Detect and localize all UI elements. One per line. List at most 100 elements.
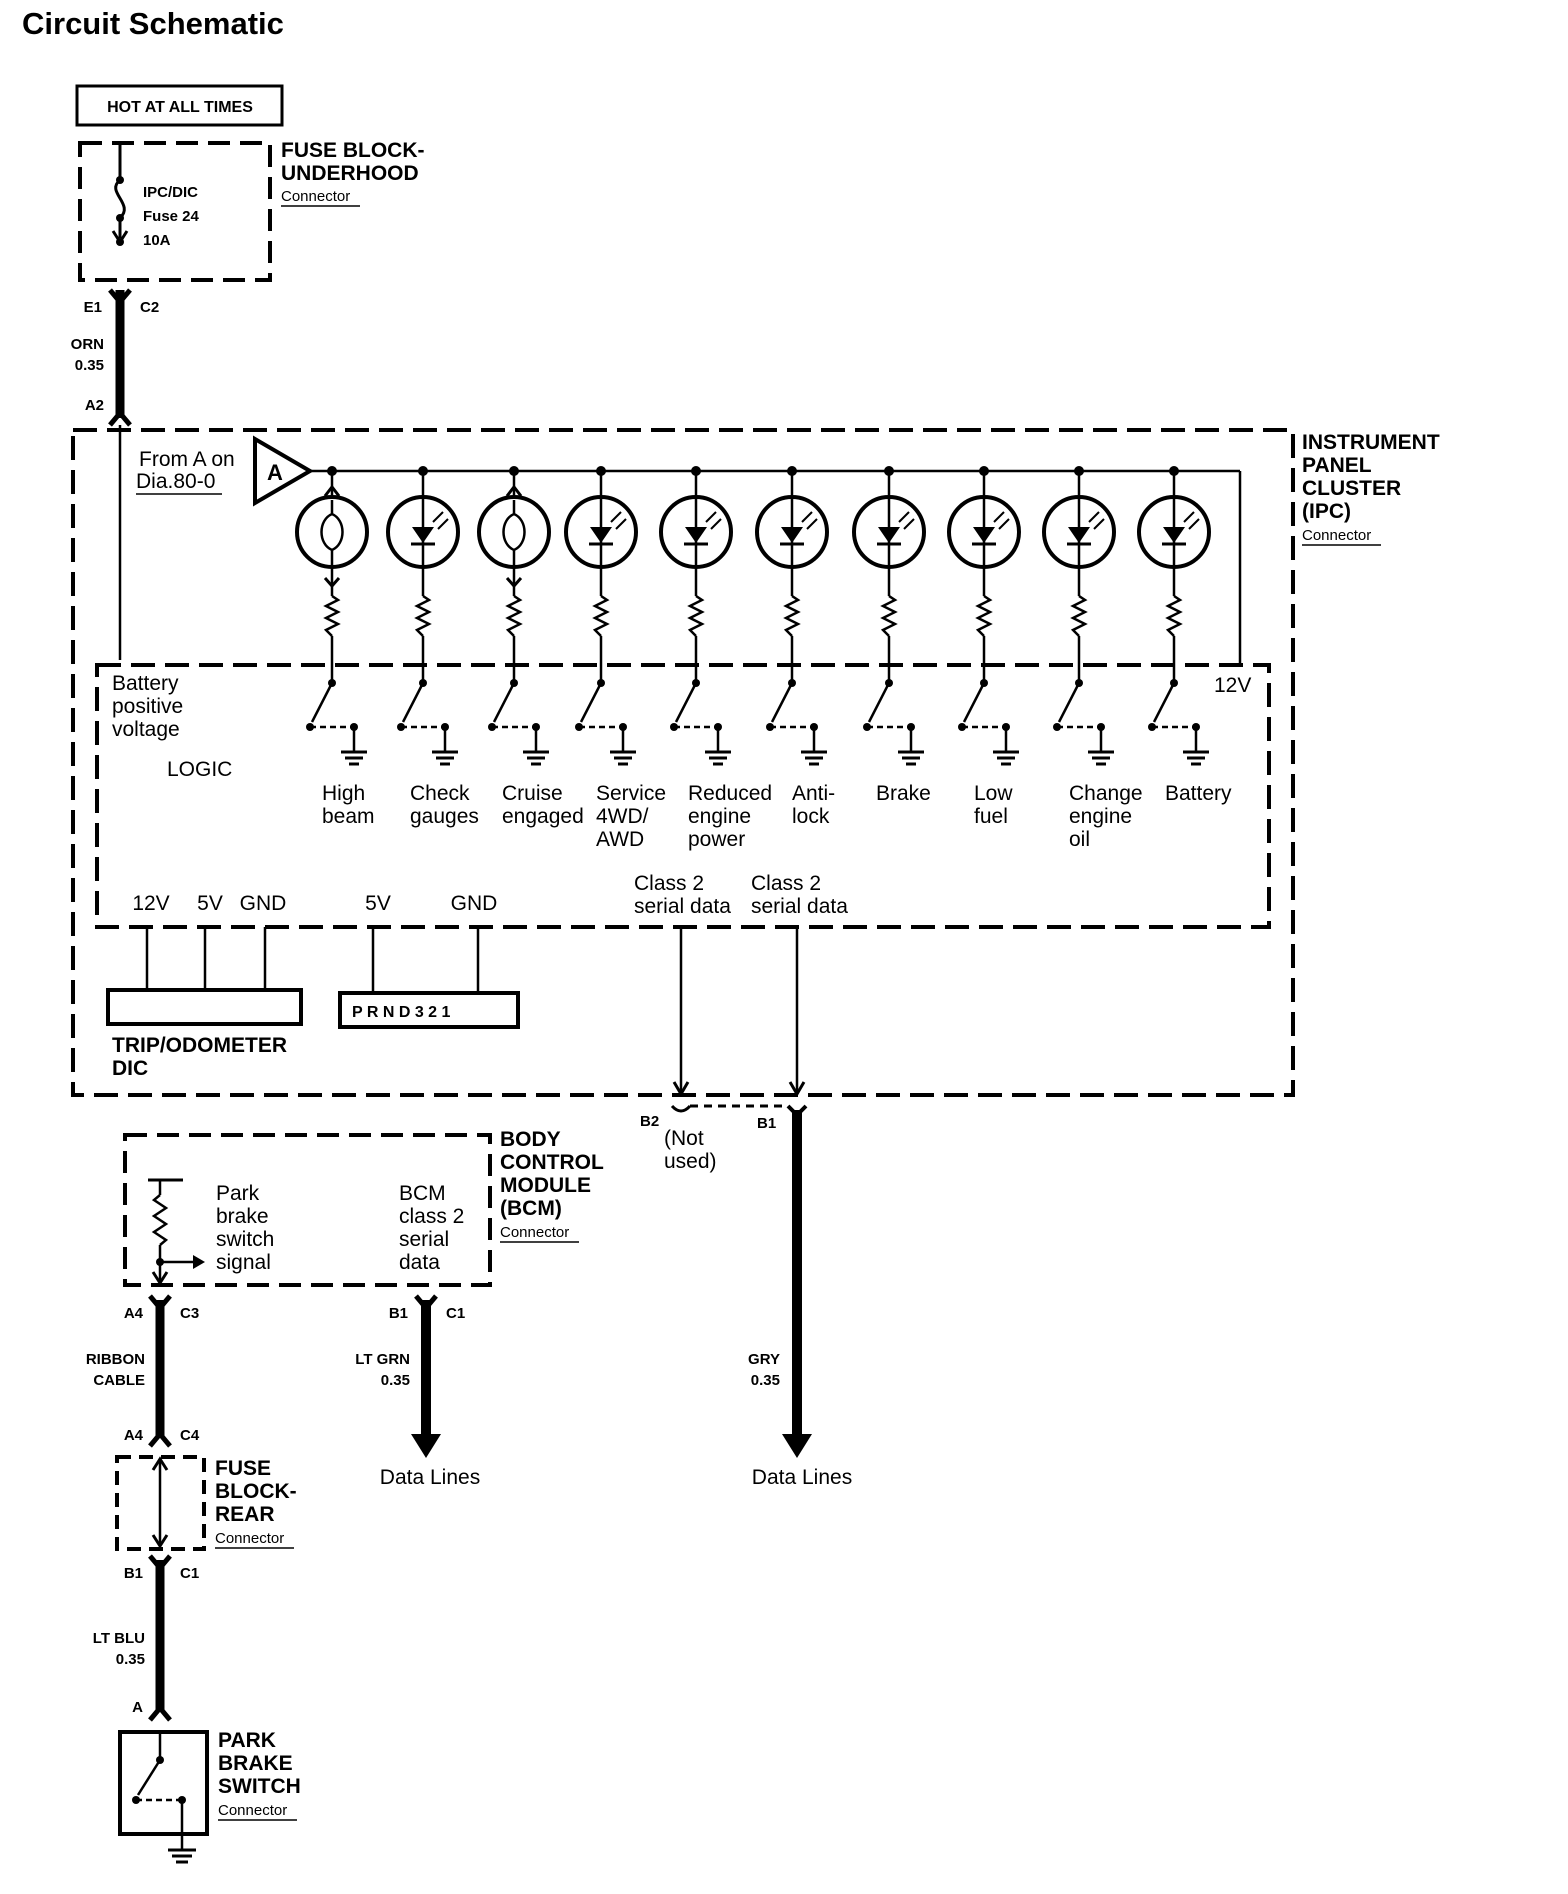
park-brake-switch-name-1: PARK bbox=[218, 1729, 276, 1752]
bcm-class2-3: serial bbox=[399, 1228, 449, 1251]
switch-icon bbox=[492, 682, 516, 723]
fuse-block-underhood-name-2: UNDERHOOD bbox=[281, 162, 419, 185]
pin-b1-rear: B1 bbox=[124, 1565, 143, 1582]
trip-odometer-display bbox=[106, 988, 303, 1026]
switch-icon bbox=[1057, 682, 1081, 723]
indicator-label: engine bbox=[688, 805, 751, 828]
ipc-name-2: PANEL bbox=[1302, 454, 1372, 477]
serial-right-2: serial data bbox=[751, 895, 848, 918]
indicator-label: beam bbox=[322, 805, 375, 828]
wire-ltgrn-gauge: 0.35 bbox=[381, 1372, 410, 1389]
wire-ltgrn-color: LT GRN bbox=[355, 1351, 410, 1368]
switch-icon bbox=[867, 682, 891, 723]
pin-b1-bcm: B1 bbox=[389, 1305, 408, 1322]
indicator-label: Service bbox=[596, 782, 666, 805]
fuse-name: IPC/DIC bbox=[143, 184, 198, 201]
not-used-2: used) bbox=[664, 1150, 717, 1173]
indicator-label: Brake bbox=[876, 782, 931, 805]
resistor-icon bbox=[880, 594, 898, 637]
indicator-lamps: HighbeamCheckgaugesCruiseengagedService4… bbox=[295, 466, 1232, 851]
switch-icon bbox=[579, 682, 603, 723]
bcm-class2-1: BCM bbox=[399, 1182, 446, 1205]
indicator-label: AWD bbox=[596, 828, 644, 851]
logic-label: LOGIC bbox=[167, 758, 232, 781]
indicator-label: Cruise bbox=[502, 782, 563, 805]
fuse-block-rear-connector: Connector bbox=[215, 1530, 284, 1547]
indicator-label: engaged bbox=[502, 805, 584, 828]
ipc-name-1: INSTRUMENT bbox=[1302, 431, 1440, 454]
fuse-block-underhood: IPC/DIC Fuse 24 10A FUSE BLOCK- UNDERHOO… bbox=[78, 139, 425, 282]
wire-orn: E1 C2 ORN 0.35 A2 bbox=[71, 288, 159, 427]
park-signal-2: brake bbox=[216, 1205, 269, 1228]
indicator-label: power bbox=[688, 828, 745, 851]
wire-ltblu-gauge: 0.35 bbox=[116, 1651, 145, 1668]
resistor-icon bbox=[505, 594, 523, 637]
pin-c2: C2 bbox=[140, 299, 159, 316]
resistor-icon bbox=[1165, 594, 1183, 637]
fuse-block-rear-name-1: FUSE bbox=[215, 1457, 271, 1480]
pin-c3-bcm: C3 bbox=[180, 1305, 199, 1322]
offpage-triangle-icon bbox=[253, 435, 314, 507]
serial-left-2: serial data bbox=[634, 895, 731, 918]
prnd-pin-5v: 5V bbox=[365, 892, 391, 915]
indicator-label: Low bbox=[974, 782, 1013, 805]
indicator-label: Anti- bbox=[792, 782, 835, 805]
fuse-block-rear-name-2: BLOCK- bbox=[215, 1480, 297, 1503]
indicator-label: High bbox=[322, 782, 365, 805]
trip-pin-12v: 12V bbox=[132, 892, 169, 915]
fuse-block-rear-name-3: REAR bbox=[215, 1503, 275, 1526]
resistor-icon bbox=[592, 594, 610, 637]
pin-c4-rear: C4 bbox=[180, 1427, 200, 1444]
bcm-connector: Connector bbox=[500, 1224, 569, 1241]
pin-a-switch: A bbox=[132, 1699, 143, 1716]
park-signal-3: switch bbox=[216, 1228, 274, 1251]
trip-label-2: DIC bbox=[112, 1057, 148, 1080]
bcm-class2-2: class 2 bbox=[399, 1205, 464, 1228]
indicator-brake: Brake bbox=[852, 466, 931, 805]
park-brake-switch-connector: Connector bbox=[218, 1802, 287, 1819]
pin-b2: B2 bbox=[640, 1113, 659, 1130]
indicator-label: fuel bbox=[974, 805, 1008, 828]
arrow-right-icon bbox=[193, 1255, 205, 1269]
indicator-label: Change bbox=[1069, 782, 1143, 805]
not-used-1: (Not bbox=[664, 1127, 704, 1150]
data-lines-left: Data Lines bbox=[380, 1466, 480, 1489]
wire-orn-color: ORN bbox=[71, 336, 104, 353]
switch-icon bbox=[310, 682, 334, 723]
resistor-icon bbox=[414, 594, 432, 637]
bcm-name-4: (BCM) bbox=[500, 1197, 562, 1220]
ribbon-label-1: RIBBON bbox=[86, 1351, 145, 1368]
wire-ltblu-color: LT BLU bbox=[93, 1630, 145, 1647]
data-lines-right: Data Lines bbox=[752, 1466, 852, 1489]
pin-a2: A2 bbox=[85, 397, 104, 414]
wire-gry-color: GRY bbox=[748, 1351, 780, 1368]
park-signal-1: Park bbox=[216, 1182, 260, 1205]
from-a-label-2: Dia.80-0 bbox=[136, 470, 215, 493]
switch-icon bbox=[674, 682, 698, 723]
indicator-label: Reduced bbox=[688, 782, 772, 805]
resistor-icon bbox=[975, 594, 993, 637]
indicator-label: gauges bbox=[410, 805, 479, 828]
fuse-block-underhood-name-1: FUSE BLOCK- bbox=[281, 139, 425, 162]
indicator-label: engine bbox=[1069, 805, 1132, 828]
indicator-label: Battery bbox=[1165, 782, 1232, 805]
logic-box bbox=[95, 663, 1271, 929]
indicator-label: 4WD/ bbox=[596, 805, 649, 828]
page-title: Circuit Schematic bbox=[22, 6, 284, 41]
fuse-icon bbox=[114, 178, 126, 220]
switch-icon bbox=[770, 682, 794, 723]
body-control-module: Park brake switch signal BCM class 2 ser… bbox=[123, 1128, 604, 1287]
ipc-name-4: (IPC) bbox=[1302, 500, 1351, 523]
wire-orn-gauge: 0.35 bbox=[75, 357, 104, 374]
pin-a4-rear: A4 bbox=[124, 1427, 144, 1444]
switch-icon bbox=[136, 1759, 162, 1796]
ipc-connector: Connector bbox=[1302, 527, 1371, 544]
from-a-label-1: From A on bbox=[139, 448, 235, 471]
fuse-block-underhood-connector: Connector bbox=[281, 188, 350, 205]
